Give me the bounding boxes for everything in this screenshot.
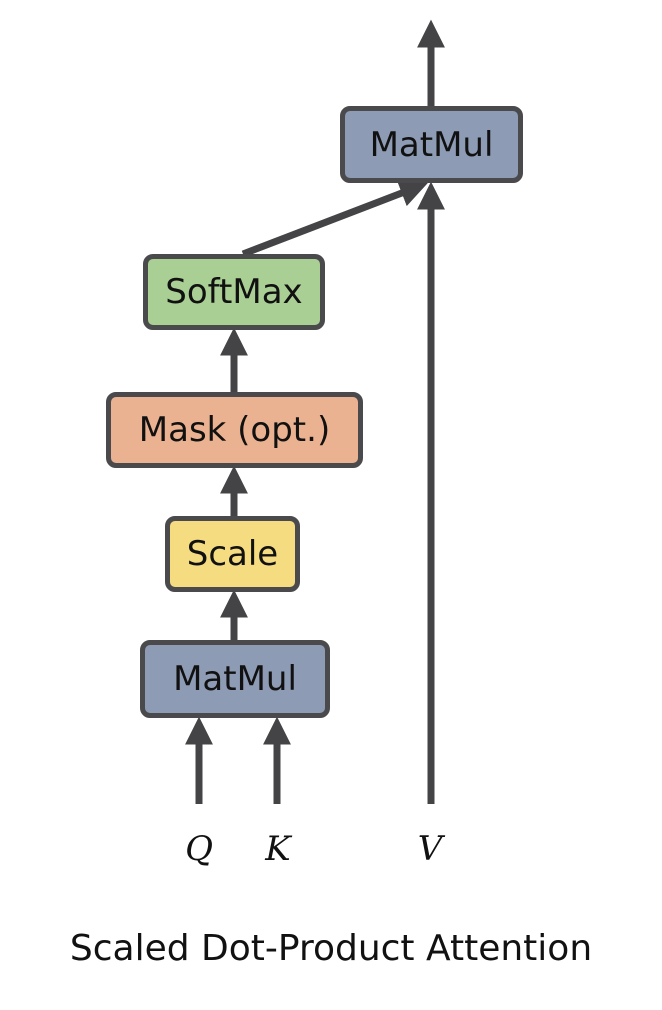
softmax-box: SoftMax xyxy=(143,254,325,330)
scale-label: Scale xyxy=(186,534,279,574)
arrow-softmax-to-matmul xyxy=(241,179,428,258)
input-v: V xyxy=(417,829,443,869)
matmul-top-box: MatMul xyxy=(340,106,523,183)
mask-label: Mask (opt.) xyxy=(138,410,331,450)
matmul-bottom-label: MatMul xyxy=(173,659,297,699)
scale-box: Scale xyxy=(165,516,300,592)
diagram-caption: Scaled Dot-Product Attention xyxy=(69,928,593,969)
matmul-bottom-box: MatMul xyxy=(140,640,330,718)
input-k: K xyxy=(265,829,291,869)
softmax-label: SoftMax xyxy=(165,272,303,312)
input-q: Q xyxy=(185,829,213,869)
matmul-top-label: MatMul xyxy=(369,124,494,165)
mask-box: Mask (opt.) xyxy=(106,392,363,468)
